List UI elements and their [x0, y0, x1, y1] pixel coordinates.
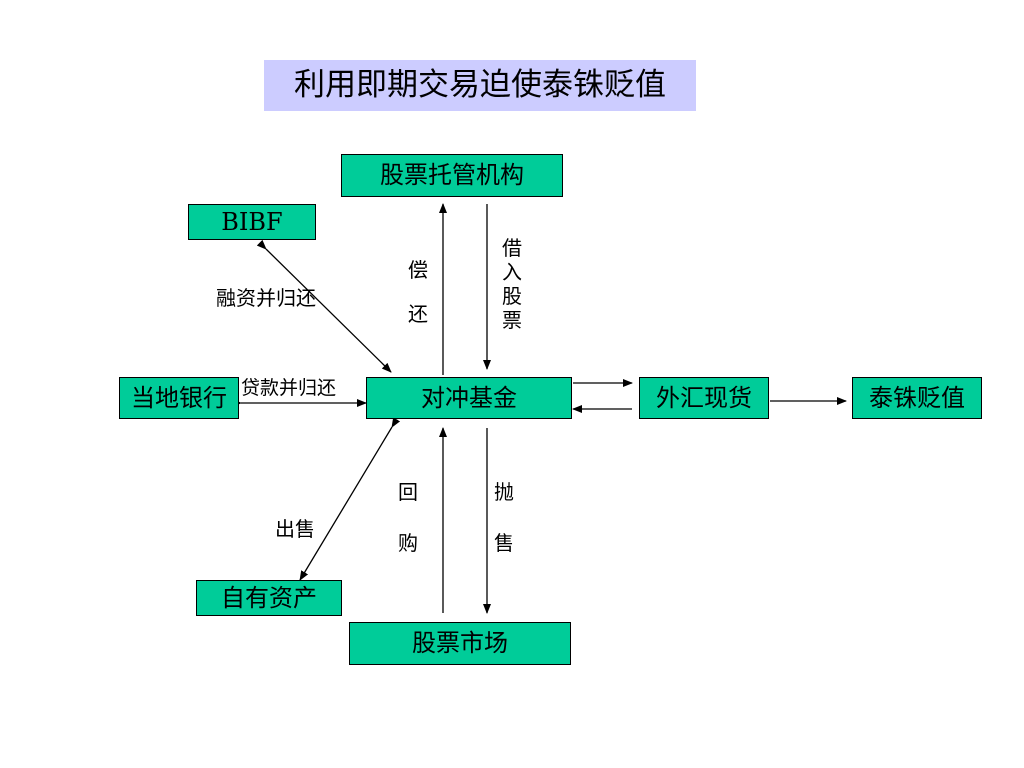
label-borrow-stock: 借入股票: [502, 236, 522, 332]
node-fx-spot: 外汇现货: [639, 377, 769, 419]
node-stock-custodian: 股票托管机构: [341, 154, 563, 197]
node-stock-market: 股票市场: [349, 622, 571, 665]
arrow-hedgefund-assets: [299, 417, 401, 581]
label-dump-sell-1: 抛: [494, 480, 514, 504]
label-dump-sell-2: 售: [494, 531, 514, 555]
label-repay-2: 还: [408, 302, 428, 326]
label-sell-assets: 出售: [275, 517, 315, 541]
node-bibf: BIBF: [188, 204, 316, 240]
label-buyback-1: 回: [398, 480, 418, 504]
node-baht-depreciation: 泰铢贬值: [852, 377, 982, 419]
label-buyback-2: 购: [398, 531, 418, 555]
label-bibf-financing: 融资并归还: [216, 286, 316, 310]
label-bank-loan: 贷款并归还: [241, 377, 337, 399]
node-own-assets: 自有资产: [196, 580, 342, 616]
label-repay-1: 偿: [408, 258, 428, 282]
node-local-bank: 当地银行: [119, 377, 239, 419]
node-hedge-fund: 对冲基金: [366, 377, 572, 419]
arrow-bibf-hedgefund: [256, 239, 392, 373]
diagram-title: 利用即期交易迫使泰铢贬值: [264, 60, 696, 111]
